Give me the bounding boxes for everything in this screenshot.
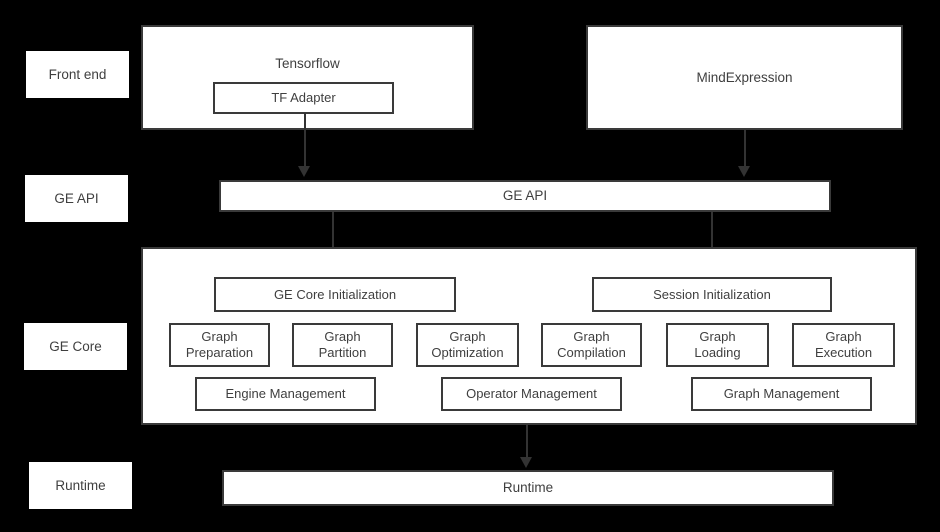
module-label: Graph Execution bbox=[814, 329, 873, 360]
ge-api-bar-label: GE API bbox=[502, 188, 548, 204]
stage-label-text: Front end bbox=[48, 66, 107, 82]
session-initialization-label: Session Initialization bbox=[653, 286, 771, 302]
ge-core-initialization-label: GE Core Initialization bbox=[273, 286, 397, 302]
tensorflow-title: Tensorflow bbox=[275, 56, 340, 71]
ge-core-initialization-box[interactable]: GE Core Initialization bbox=[214, 277, 456, 312]
connector-ge-core-to-runtime-line bbox=[526, 425, 528, 460]
module-label: Graph Optimization bbox=[431, 329, 504, 360]
connector-tf-adapter-to-ge-api-line bbox=[304, 113, 306, 169]
stage-label-front-end: Front end bbox=[26, 51, 129, 98]
module-label: Graph Compilation bbox=[557, 329, 626, 360]
ge-core-panel: GE Core Initialization Session Initializ… bbox=[141, 247, 917, 425]
manager-label: Graph Management bbox=[723, 386, 840, 402]
stage-label-text: GE Core bbox=[49, 338, 102, 354]
connector-mindexpression-to-ge-api-head bbox=[738, 166, 750, 177]
mindexpression-title: MindExpression bbox=[696, 69, 793, 85]
mindexpression-frame: MindExpression bbox=[586, 25, 903, 130]
connector-ge-api-to-session-init-line bbox=[711, 212, 713, 264]
ge-api-bar[interactable]: GE API bbox=[219, 180, 831, 212]
module-label: Graph Partition bbox=[318, 329, 367, 360]
module-graph-loading[interactable]: Graph Loading bbox=[666, 323, 769, 367]
stage-label-ge-api: GE API bbox=[25, 175, 128, 222]
tf-adapter-box[interactable]: TF Adapter bbox=[213, 82, 394, 114]
module-graph-partition[interactable]: Graph Partition bbox=[292, 323, 393, 367]
connector-tf-adapter-to-ge-api-head bbox=[298, 166, 310, 177]
runtime-bar-label: Runtime bbox=[502, 480, 554, 496]
connector-ge-core-to-runtime-head bbox=[520, 457, 532, 468]
manager-operator-management[interactable]: Operator Management bbox=[441, 377, 622, 411]
module-graph-compilation[interactable]: Graph Compilation bbox=[541, 323, 642, 367]
runtime-bar[interactable]: Runtime bbox=[222, 470, 834, 506]
module-label: Graph Loading bbox=[694, 329, 741, 360]
manager-label: Operator Management bbox=[466, 386, 597, 402]
session-initialization-box[interactable]: Session Initialization bbox=[592, 277, 832, 312]
stage-label-ge-core: GE Core bbox=[24, 323, 127, 370]
stage-label-runtime: Runtime bbox=[29, 462, 132, 509]
module-label: Graph Preparation bbox=[185, 329, 254, 360]
tf-adapter-label: TF Adapter bbox=[271, 90, 336, 106]
stage-label-text: Runtime bbox=[55, 477, 106, 493]
stage-label-text: GE API bbox=[54, 190, 99, 206]
manager-graph-management[interactable]: Graph Management bbox=[691, 377, 872, 411]
connector-ge-api-to-ge-core-init-line bbox=[332, 212, 334, 264]
connector-mindexpression-to-ge-api-line bbox=[744, 130, 746, 170]
module-graph-optimization[interactable]: Graph Optimization bbox=[416, 323, 519, 367]
manager-engine-management[interactable]: Engine Management bbox=[195, 377, 376, 411]
manager-label: Engine Management bbox=[225, 386, 346, 402]
module-graph-execution[interactable]: Graph Execution bbox=[792, 323, 895, 367]
module-graph-preparation[interactable]: Graph Preparation bbox=[169, 323, 270, 367]
tensorflow-frame: Tensorflow bbox=[141, 25, 474, 130]
